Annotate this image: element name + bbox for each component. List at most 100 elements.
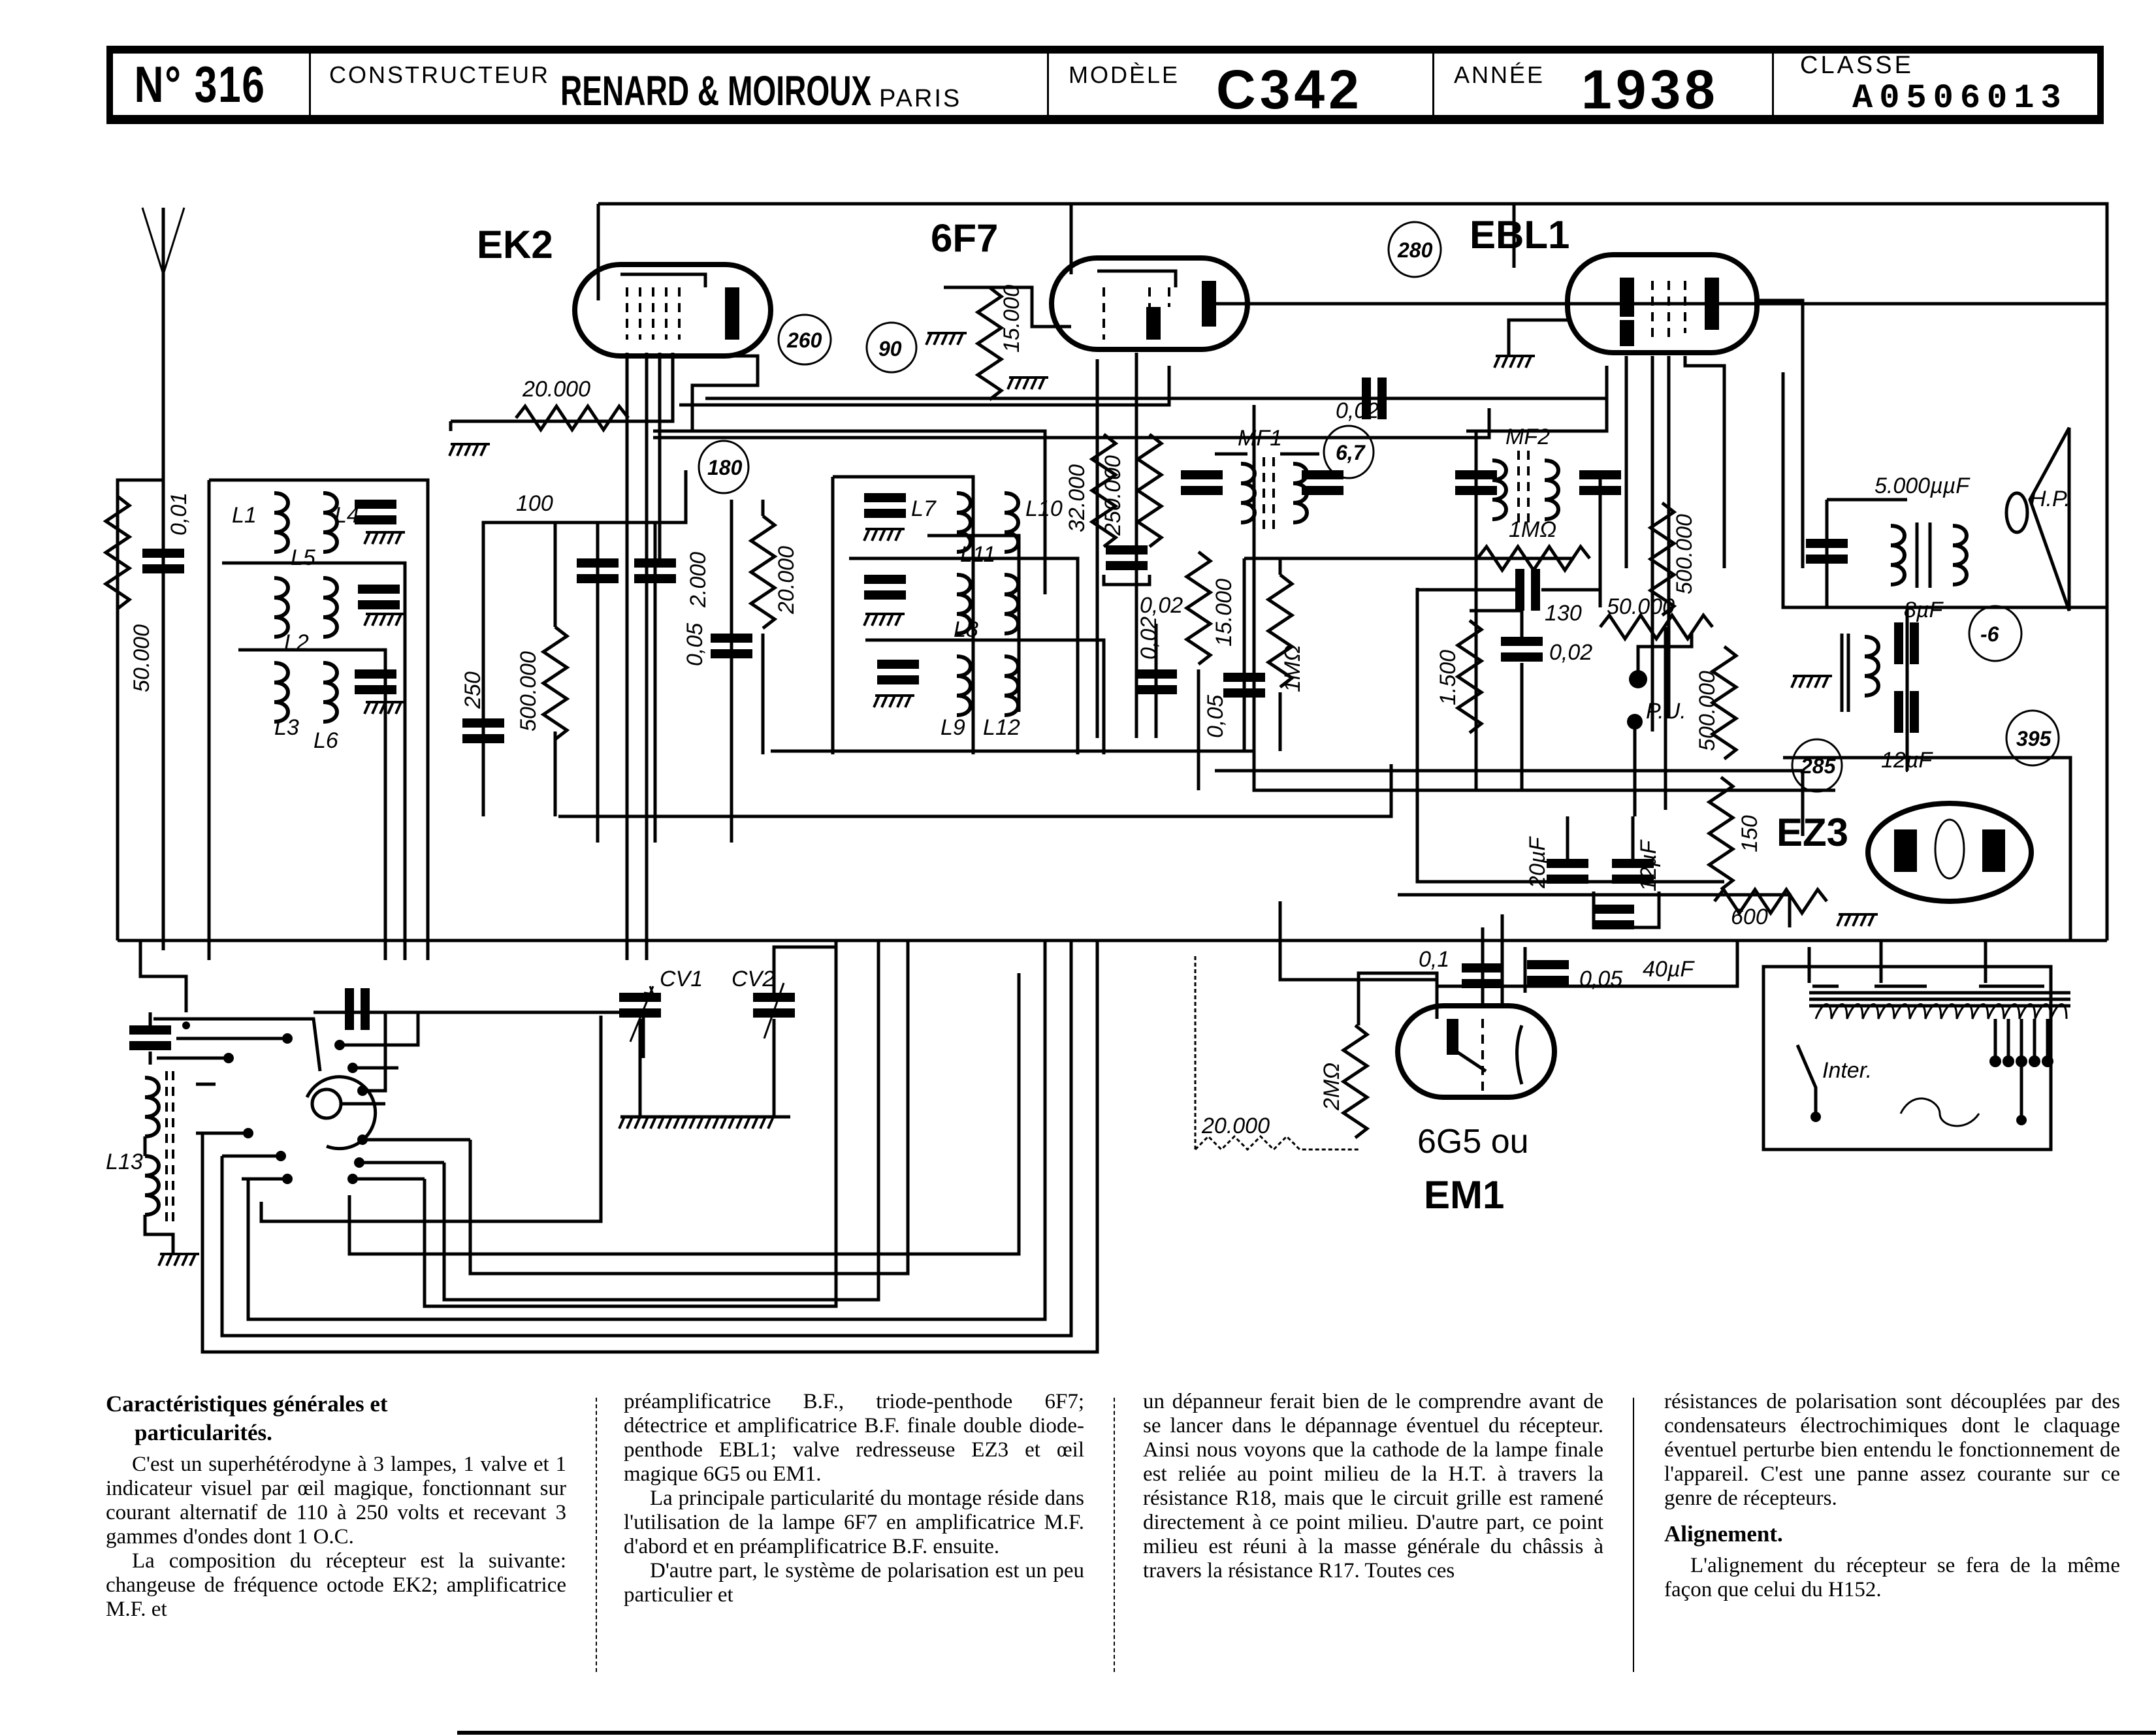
- wave-switch: [138, 940, 1099, 1354]
- main-wiring: [116, 202, 2109, 1151]
- coil-label-l2: L2: [284, 630, 309, 655]
- tube-label-ebl1: EBL1: [1470, 213, 1569, 257]
- coil-label-l11: L11: [960, 542, 995, 567]
- label-c-20uf: 20µF: [1525, 836, 1550, 889]
- label-c-005-b: 0,05: [1203, 695, 1228, 738]
- transformer-label-mf1: MF1: [1238, 426, 1282, 451]
- coil-block-l1-l6: [207, 478, 430, 960]
- voltage-280: 280: [1397, 238, 1433, 262]
- annee-label: ANNÉE: [1454, 61, 1545, 88]
- label-c-005-c: 0,05: [1579, 967, 1622, 991]
- coil-label-l3: L3: [274, 715, 299, 740]
- label-r-20000-em: 20.000: [1201, 1114, 1270, 1138]
- column-divider: [1114, 1398, 1115, 1672]
- tube-label-ek2: EK2: [477, 223, 553, 266]
- tube-ebl1: [1565, 252, 1805, 731]
- label-r-32000: 32.000: [1065, 464, 1089, 532]
- voltage-285: 285: [1800, 754, 1837, 778]
- label-r-50000-ant: 50.000: [129, 624, 154, 692]
- label-c-01: 0,1: [1419, 947, 1449, 972]
- label-c-005-a: 0,05: [683, 623, 707, 666]
- constructeur-city: PARIS: [879, 85, 962, 112]
- speaker-icon: [2004, 426, 2071, 611]
- article-column-2: préamplificatrice B.F., triode-penthode …: [624, 1390, 1084, 1607]
- transformer-label-mf2: MF2: [1505, 425, 1550, 449]
- modele-label: MODÈLE: [1069, 61, 1180, 88]
- header-number: N° 316: [134, 55, 266, 113]
- annee-value: 1938: [1581, 58, 1719, 120]
- coil-label-l5: L5: [291, 545, 315, 570]
- column-divider: [1633, 1398, 1634, 1672]
- label-c-002-c: 0,02: [1336, 398, 1379, 423]
- label-r-15000: 15.000: [1212, 579, 1236, 647]
- label-c-12uf: 12µF: [1881, 748, 1933, 773]
- voltage-260: 260: [786, 329, 822, 352]
- tube-ek2: [572, 262, 773, 960]
- coil-block-l7-l12: [831, 475, 1106, 754]
- label-c-100: 100: [516, 491, 553, 516]
- tube-em1: [1357, 914, 1557, 1100]
- transformer-mf1: [1181, 452, 1343, 529]
- coil-l13: [129, 1012, 201, 1267]
- label-c-002-d: 0,02: [1549, 640, 1592, 665]
- paragraph-6: un dépanneur ferait bien de le comprendr…: [1143, 1390, 1603, 1583]
- coil-label-l6: L6: [314, 728, 338, 753]
- label-r-2mohm: 2MΩ: [1319, 1063, 1344, 1111]
- paragraph-3: préamplificatrice B.F., triode-penthode …: [624, 1390, 1084, 1486]
- filter-section: [1790, 622, 1919, 733]
- label-c-40uf: 40µF: [1643, 957, 1695, 982]
- paragraph-7: résistances de polarisation sont découpl…: [1664, 1390, 2120, 1510]
- label-c-2000: 2.000: [686, 552, 711, 608]
- label-cv2: CV2: [732, 967, 775, 991]
- label-r-15000-top: 15.000: [999, 285, 1024, 353]
- paragraph-5: D'autre part, le système de polarisation…: [624, 1559, 1084, 1607]
- label-c-002-a: 0,02: [1140, 593, 1183, 618]
- label-r-20000: 20.000: [522, 377, 590, 402]
- label-pu: P.U.: [1646, 699, 1686, 724]
- voltage-6-7: 6,7: [1336, 441, 1366, 464]
- page-bottom-rule: [457, 1731, 2156, 1735]
- header-annee-cell: ANNÉE 1938: [1434, 54, 1774, 120]
- pickup-input: [1627, 634, 1694, 816]
- label-r-1mohm-v: 1MΩ: [1280, 645, 1305, 692]
- article-column-3: un dépanneur ferait bien de le comprendr…: [1143, 1390, 1603, 1583]
- constructeur-label: CONSTRUCTEUR: [329, 61, 550, 88]
- voltage-90: 90: [878, 337, 902, 361]
- variable-caps: [618, 945, 836, 1130]
- column-divider: [596, 1398, 597, 1672]
- coil-label-l12: L12: [983, 715, 1020, 740]
- voltage-180: 180: [707, 456, 743, 479]
- tube-label-ez3: EZ3: [1777, 811, 1848, 854]
- classe-label: CLASSE: [1800, 52, 1914, 79]
- header-number-cell: N° 316: [113, 54, 311, 115]
- tube-label-6f7: 6F7: [931, 216, 998, 260]
- voltage-395: 395: [2016, 727, 2052, 750]
- label-c-12uf-b: 12µF: [1636, 839, 1661, 892]
- label-r-1500: 1.500: [1436, 650, 1460, 705]
- classe-value: A0506013: [1852, 79, 2068, 118]
- coil-label-l7: L7: [911, 496, 937, 521]
- label-c-130: 130: [1545, 601, 1582, 626]
- label-r-500000-pot: 500.000: [1695, 671, 1720, 751]
- coil-label-l10: L10: [1025, 496, 1063, 521]
- tube-label-em1: EM1: [1424, 1173, 1504, 1217]
- label-r-250000: 250.000: [1101, 455, 1125, 536]
- label-inter-switch: Inter.: [1822, 1058, 1872, 1083]
- coil-label-l13: L13: [106, 1149, 143, 1174]
- power-transformer: [1795, 940, 2070, 1127]
- coil-label-l4: L4: [334, 503, 359, 528]
- label-r-1mohm-h: 1MΩ: [1509, 517, 1556, 542]
- output-transformer: [1806, 498, 1967, 607]
- constructeur-value: RENARD & MOIROUX: [560, 67, 872, 114]
- label-r-600: 600: [1731, 905, 1768, 929]
- label-c-5000: 5.000µµF: [1874, 474, 1971, 498]
- label-cv1: CV1: [660, 967, 703, 991]
- label-hp: H.P.: [2030, 487, 2070, 511]
- voltage-markers: 260 90 280 180 6,7 -6 285 395: [698, 221, 2060, 793]
- label-r-500000: 500.000: [516, 651, 541, 731]
- tube-label-6g5: 6G5 ou: [1417, 1123, 1529, 1161]
- header-classe-cell: CLASSE A0506013: [1774, 52, 2097, 118]
